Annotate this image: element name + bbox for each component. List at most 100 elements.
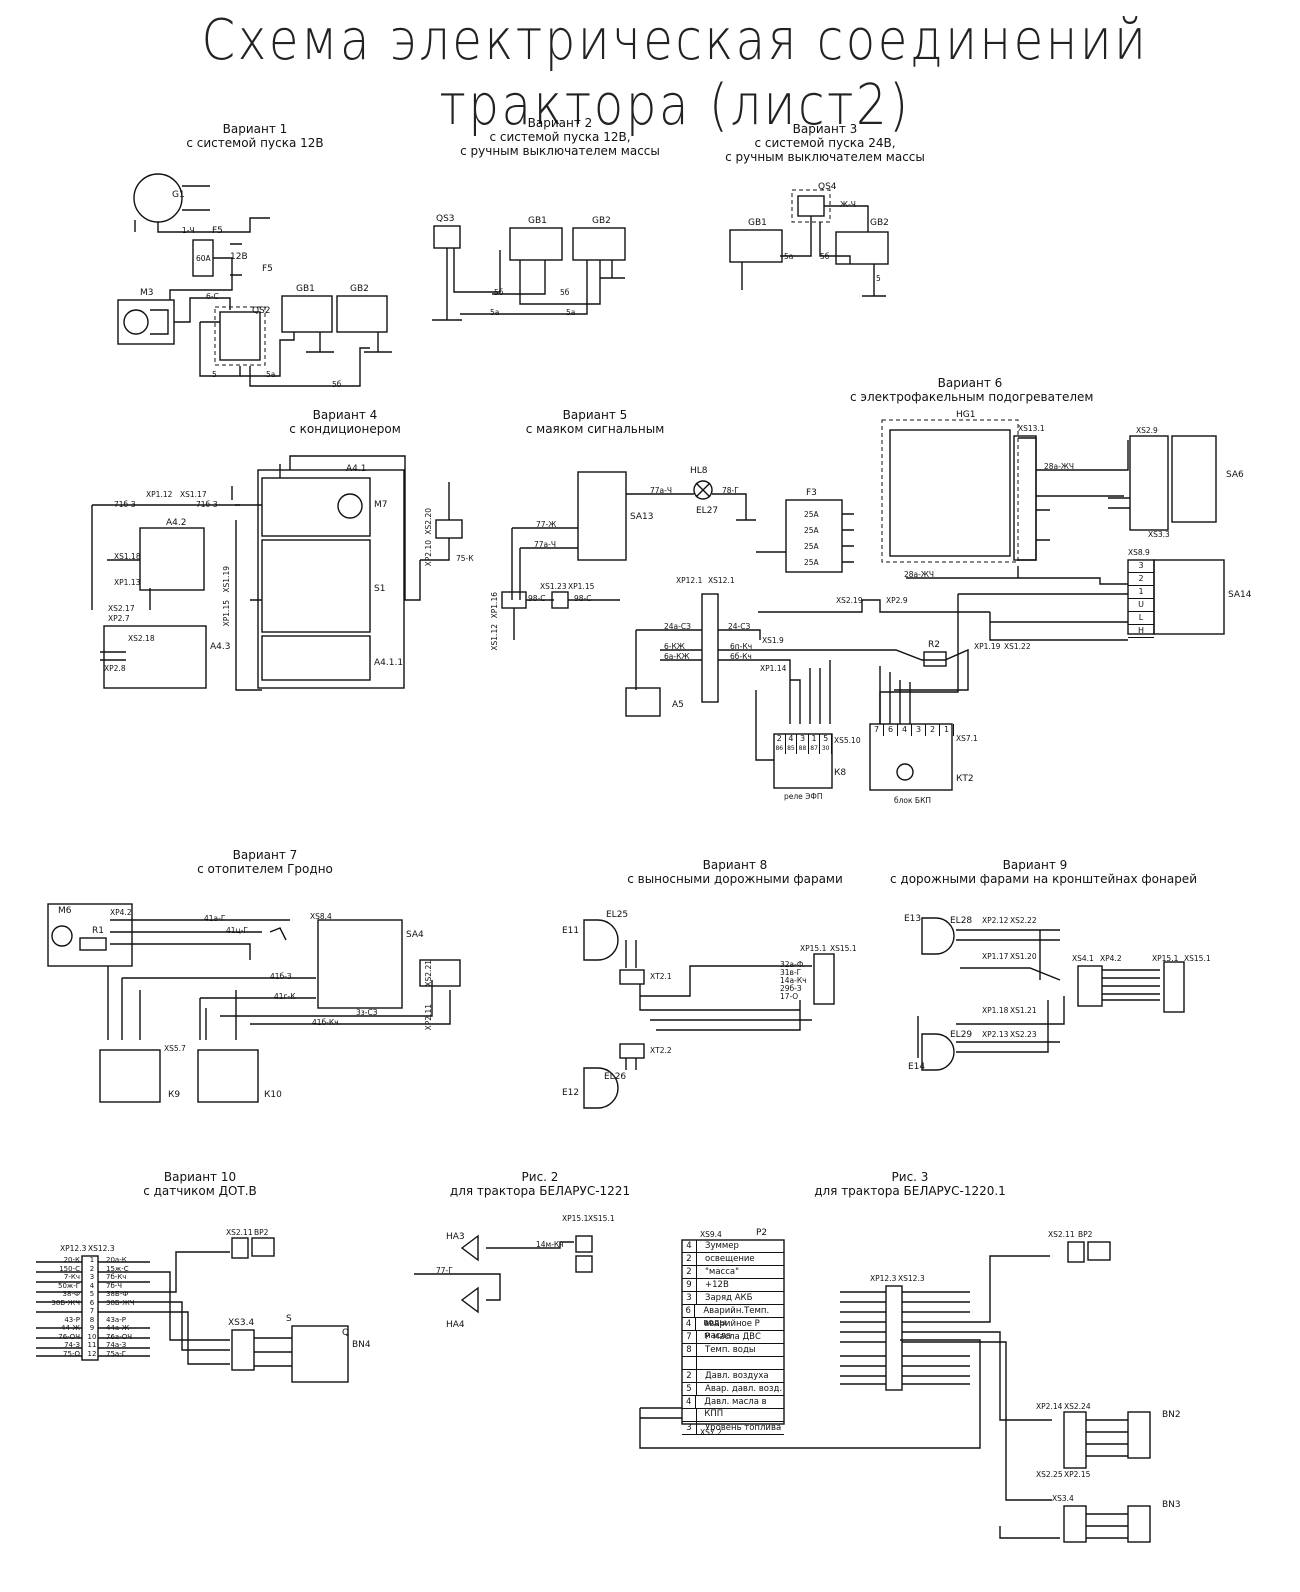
label-sa6: SA6: [1226, 470, 1244, 480]
label-xs223: XS2.23: [1010, 1030, 1037, 1039]
wire-1-ch: 1-Ч: [182, 226, 195, 235]
label-gb1-v2: GB1: [528, 216, 547, 226]
p2-signal: Уровень топлива: [705, 1423, 782, 1433]
wire-75-k: 75-К: [456, 554, 474, 563]
label-xp113: ХР1.13: [114, 578, 141, 587]
wire-14a-kch: 14а-Кч: [780, 976, 807, 985]
label-xs34-v10: XS3.4: [228, 1318, 255, 1328]
p2-pin: 6: [682, 1305, 696, 1317]
connector-right-wire: 76а-ОЧ: [106, 1332, 133, 1341]
sa14-pin: L: [1128, 612, 1154, 625]
sa14-pin: 1: [1128, 586, 1154, 599]
label-xs123-v10: XS12.3: [88, 1244, 115, 1253]
label-el29: EL29: [950, 1030, 973, 1040]
label-xp151-v9: ХР15.1: [1152, 954, 1179, 963]
label-e14: Е14: [908, 1062, 926, 1072]
connector-row: 38-Ф 5 38Б-Ф: [40, 1290, 154, 1299]
label-xs72: XS7.2: [700, 1428, 722, 1437]
wire-77-zh: 77-Ж: [536, 520, 557, 529]
fuse-25a-4: 25А: [804, 558, 819, 567]
label-xs222: XS2.22: [1010, 916, 1037, 925]
wire-77a-ch-b: 77а-Ч: [534, 540, 556, 549]
p2-row: 2"масса": [682, 1266, 784, 1279]
k8-pin-id: 88: [797, 744, 809, 754]
label-xs151-v9: XS15.1: [1184, 954, 1211, 963]
wire-6b-kch: 6б-Кч: [730, 652, 752, 661]
label-xp123-fig3: ХР12.3: [870, 1274, 897, 1283]
p2-pin: 8: [682, 1344, 697, 1356]
label-xp117: ХР1.17: [982, 952, 1009, 961]
fuse-25a-1: 25А: [804, 510, 819, 519]
p2-signal: "масса": [705, 1267, 739, 1277]
page-title: Схема электрическая соединений трактора …: [201, 8, 1149, 138]
connector-left-wire: 38-Ф: [62, 1290, 80, 1298]
p2-row: [682, 1357, 784, 1370]
connector-left-wire: 44-Ж: [61, 1324, 80, 1332]
label-xs510: XS5.10: [834, 736, 861, 745]
wire-5b-v2b: 5б: [560, 288, 570, 297]
label-xs221: XS2.21: [424, 960, 433, 987]
p2-signal: [697, 1409, 705, 1421]
label-xs224: XS2.24: [1064, 1402, 1091, 1411]
label-k8: К8: [834, 768, 847, 778]
label-ha4: НА4: [446, 1320, 465, 1330]
connector-right-wire: 74а-З: [106, 1341, 127, 1349]
label-xp210: ХР2.10: [424, 540, 433, 567]
label-xs57: XS5.7: [164, 1044, 186, 1053]
connector-pin: 5: [89, 1290, 95, 1298]
k8-pin-num: 5: [820, 734, 832, 744]
sa14-pin: U: [1128, 599, 1154, 612]
label-m6: М6: [58, 906, 72, 916]
xs71-pin: 2: [926, 724, 940, 736]
connector-left-wire: 43-Р: [64, 1315, 80, 1324]
label-xp123-v10: ХР12.3: [60, 1244, 87, 1253]
connector-right-wire: 7б-Кч: [106, 1273, 127, 1281]
label-gb2-v2: GB2: [592, 216, 611, 226]
label-12v: 12В: [230, 252, 248, 262]
p2-signal: Р масла ДВС: [705, 1332, 761, 1342]
connector-pin: 8: [89, 1315, 95, 1324]
label-xp151-fig2: ХР15.1: [562, 1214, 589, 1223]
label-el28: EL28: [950, 916, 973, 926]
connector-pin: 12: [87, 1349, 97, 1358]
k8-pin-num: 1: [809, 734, 821, 744]
label-xs71: XS7.1: [956, 734, 978, 743]
wire-41b-kch: 41б-Кч: [312, 1018, 339, 1027]
label-rele-efp: реле ЭФП: [784, 792, 823, 801]
label-xp211-v7: ХР2.11: [424, 1004, 433, 1031]
label-a43: А4.3: [210, 642, 231, 652]
label-xs118: XS1.18: [114, 552, 141, 561]
wire-32a-f: 32а-Ф: [780, 960, 804, 969]
k8-pin-num: 2: [774, 734, 786, 744]
wire-71b-z-a: 71б-З: [114, 500, 136, 509]
xs71-pin: 4: [898, 724, 912, 736]
connector-right-wire: 38Б-Ф: [106, 1290, 129, 1298]
label-m7: М7: [374, 500, 388, 510]
fuse-25a-2: 25А: [804, 526, 819, 535]
wire-77a-ch: 77а-Ч: [650, 486, 672, 495]
k8-pin-id: 30: [820, 744, 832, 754]
wire-5a: 5а: [266, 370, 276, 379]
connector-pin: 3: [89, 1273, 95, 1281]
label-xs112: XS1.12: [490, 624, 499, 651]
p2-signal: Авар. давл. возд.: [705, 1384, 783, 1394]
fuse-25a-3: 25А: [804, 542, 819, 551]
wire-5: 5: [212, 370, 217, 379]
label-blok-bkp: блок БКП: [894, 796, 932, 805]
label-xs121: XS12.1: [708, 576, 735, 585]
wire-6p-kch: 6п-Кч: [730, 642, 753, 651]
p2-pin: 3: [682, 1422, 697, 1434]
label-xs225: XS2.25: [1036, 1470, 1063, 1479]
p2-pin: 9: [682, 1279, 697, 1291]
